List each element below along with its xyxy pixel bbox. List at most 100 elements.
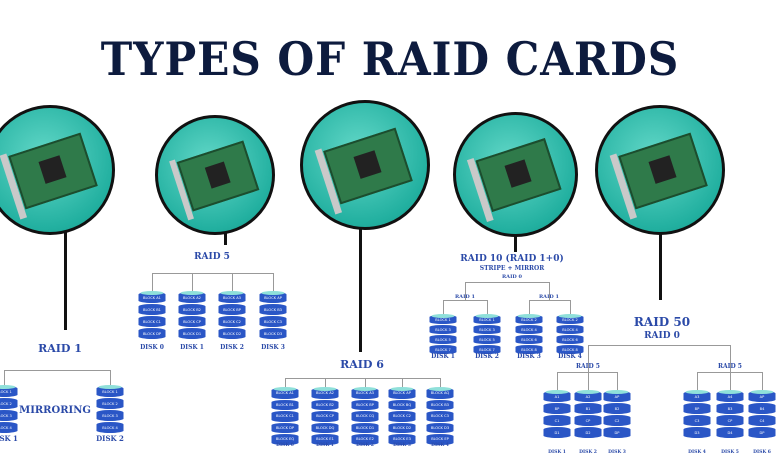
connector-line — [4, 370, 5, 385]
disk-block: C4 — [748, 415, 776, 426]
disk-block: BLOCK C2 — [388, 411, 416, 422]
connector-line — [192, 273, 193, 291]
raid10-subtitle: STRIPE + MIRROR — [479, 265, 545, 272]
disk-block: C2 — [603, 415, 631, 426]
disk-block: BLOCK A1 — [271, 387, 299, 399]
disk-label: DISK 6 — [753, 450, 771, 455]
connector-line — [4, 370, 110, 371]
disk-block: BLOCK DQ — [311, 422, 339, 433]
disk-label: DISK 1 — [180, 344, 204, 351]
disk-label: DISK 4 — [688, 450, 706, 455]
connector-line — [273, 273, 274, 291]
disk-block: BLOCK D2 — [218, 328, 246, 339]
disk-block: C1 — [543, 415, 571, 426]
disk-block: BLOCK CP — [178, 316, 206, 327]
connector-line — [443, 300, 487, 301]
disk-block: A3 — [683, 390, 711, 402]
disk-block: BLOCK D2 — [388, 422, 416, 433]
disk-block: BLOCK 2 — [515, 314, 543, 324]
card-bracket — [467, 158, 495, 223]
stem-line — [659, 230, 662, 300]
disk-label: DISK 0 — [276, 443, 294, 448]
disk-block: BLOCK 6 — [556, 335, 584, 344]
disk-block: BLOCK C3 — [259, 316, 287, 327]
connector-line — [730, 345, 731, 372]
disk-block: BLOCK 4 — [556, 325, 584, 334]
connector-line — [557, 372, 617, 373]
connector-line — [588, 345, 730, 346]
disk-block: BLOCK A1 — [138, 291, 166, 303]
disk-label: DISK 5 — [721, 450, 739, 455]
disk-block: BLOCK 3 — [0, 410, 18, 421]
card-bracket — [169, 159, 195, 221]
connector-line — [285, 378, 440, 379]
disk-label: DISK 3 — [608, 450, 626, 455]
disk-block: DP — [748, 427, 776, 438]
disk-block: BLOCK AP — [259, 291, 287, 303]
connector-line — [443, 300, 444, 314]
disk-block: BLOCK B2 — [178, 304, 206, 315]
disk-block: BLOCK 1 — [429, 314, 457, 324]
connector-line — [487, 300, 488, 314]
connector-line — [110, 370, 111, 385]
raid50-raid0-label: RAID 0 — [644, 331, 680, 341]
raid6-title: RAID 6 — [340, 358, 384, 371]
disk-block: BLOCK AQ — [426, 387, 454, 399]
mirroring-label: MIRRORING — [19, 405, 91, 416]
card-chip — [38, 155, 67, 184]
connector-line — [465, 282, 549, 283]
raid5-title: RAID 5 — [194, 252, 230, 262]
disk-block: BLOCK EQ — [271, 434, 299, 445]
disk-block: BLOCK A3 — [218, 291, 246, 303]
connector-line — [697, 372, 698, 390]
disk-block: BLOCK D1 — [178, 328, 206, 339]
disk-label: DISK 0 — [140, 344, 164, 351]
disk-block: A1 — [543, 390, 571, 402]
raid-card-image-circle — [155, 115, 275, 235]
disk-block: CP — [716, 415, 744, 426]
card-bracket — [0, 153, 28, 220]
disk-block: BLOCK E1 — [311, 434, 339, 445]
disk-block: BLOCK 8 — [556, 345, 584, 354]
disk-label: DISK 4 — [558, 353, 582, 360]
stem-line — [359, 225, 362, 352]
disk-block: BLOCK 6 — [515, 335, 543, 344]
disk-block: B3 — [716, 403, 744, 414]
disk-block: BLOCK 4 — [0, 422, 18, 433]
disk-block: BLOCK D1 — [351, 422, 379, 433]
disk-block: BLOCK B2 — [311, 399, 339, 410]
disk-block: BLOCK C3 — [426, 411, 454, 422]
connector-line — [440, 378, 441, 387]
connector-line — [529, 300, 530, 314]
connector-line — [152, 273, 273, 274]
disk-block: BLOCK BP — [351, 399, 379, 410]
raid10-title: RAID 10 (RAID 1+0) — [460, 254, 564, 264]
disk-block: BLOCK AP — [388, 387, 416, 399]
disk-block: BLOCK B1 — [271, 399, 299, 410]
card-chip — [353, 150, 382, 179]
disk-label: DISK 2 — [356, 443, 374, 448]
card-chip — [204, 161, 231, 189]
raid-card-image — [609, 132, 708, 220]
disk-block: BP — [683, 403, 711, 414]
raid50-title: RAID 50 — [633, 315, 691, 329]
disk-block: BLOCK 5 — [473, 335, 501, 344]
raid10-raid1-label: RAID 1 — [455, 294, 475, 300]
raid10-raid1-label: RAID 1 — [539, 294, 559, 300]
disk-block: A2 — [574, 390, 602, 402]
connector-line — [549, 282, 550, 300]
